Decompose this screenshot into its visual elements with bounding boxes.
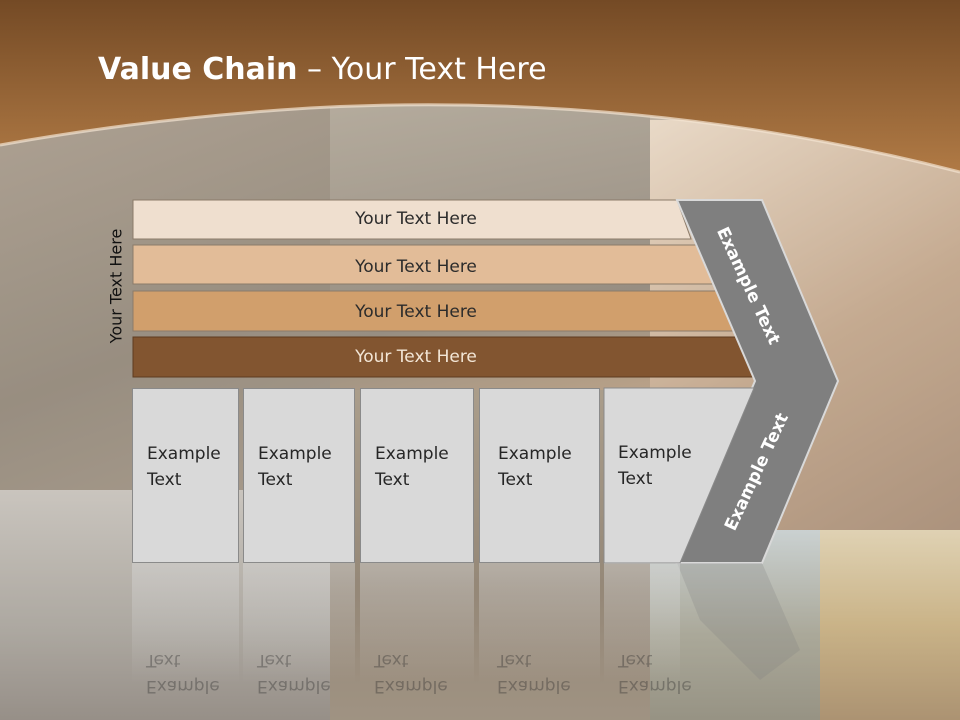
reflection-text: Example Text [374, 650, 448, 696]
chevron-reflection [677, 563, 800, 680]
reflection-text: Example Text [618, 650, 692, 696]
background-photo-truck-trailer [820, 530, 960, 720]
example-box-label: Example Text [498, 444, 572, 490]
example-box-3-reflection: Example Text [360, 563, 474, 696]
reflection-text: Example Text [146, 650, 220, 696]
example-box-3: Example Text [360, 388, 474, 563]
example-box-5-reflection: Example Text [604, 563, 692, 696]
example-box-5-label: Example Text [618, 443, 692, 489]
header-band [0, 0, 960, 174]
example-box-2-reflection: Example Text [243, 563, 355, 696]
title-rest: – Your Text Here [297, 52, 547, 87]
example-box-2: Example Text [243, 388, 355, 563]
page-title: Value Chain – Your Text Here [98, 52, 547, 87]
row-bar-1 [132, 199, 692, 240]
title-bold: Value Chain [98, 52, 298, 87]
reflection-text: Example Text [497, 650, 571, 696]
example-box-4-reflection: Example Text [479, 563, 600, 696]
example-box-label: Example Text [147, 444, 221, 490]
reflection-text: Example Text [257, 650, 331, 696]
example-box-1: Example Text [132, 388, 239, 563]
example-box-label: Example Text [258, 444, 332, 490]
example-box-label: Example Text [375, 444, 449, 490]
example-box-4: Example Text [479, 388, 600, 563]
example-box-1-reflection: Example Text [132, 563, 239, 696]
